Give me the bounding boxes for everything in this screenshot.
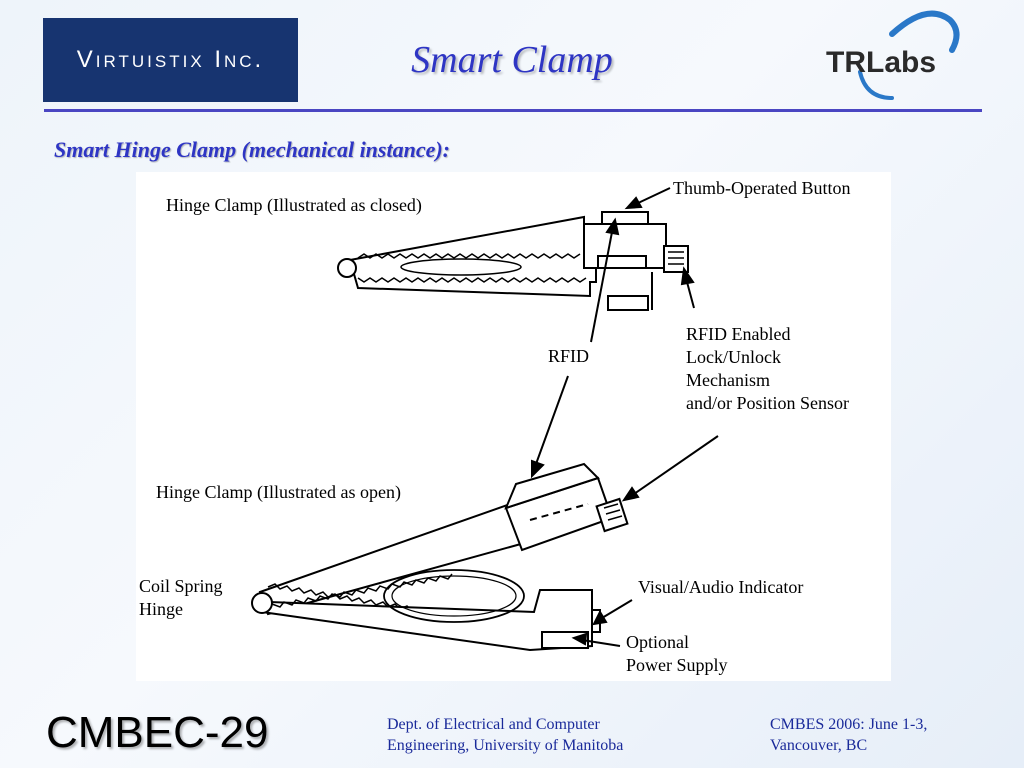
footer-department: Dept. of Electrical and Computer Enginee…: [387, 714, 623, 756]
label-coil-spring: Coil Spring Hinge: [139, 575, 223, 621]
footer-conference: CMBES 2006: June 1-3, Vancouver, BC: [770, 714, 927, 756]
footer-dept-line-2: Engineering, University of Manitoba: [387, 737, 624, 754]
label-lock-line-2: Lock/Unlock: [686, 347, 781, 367]
trlabs-logo-text: TRLabs: [826, 46, 936, 79]
label-power-line-2: Power Supply: [626, 655, 728, 675]
label-rfid: RFID: [548, 346, 590, 366]
virtuistix-logo: Virtuistix Inc.: [43, 18, 298, 102]
open-clamp-illustration: [251, 462, 629, 652]
conference-id: CMBEC-29: [46, 708, 269, 757]
label-power-line-1: Optional: [626, 632, 689, 652]
trlabs-swoosh-icon: TRLabs: [826, 10, 960, 100]
label-closed-clamp: Hinge Clamp (Illustrated as closed): [166, 195, 422, 215]
section-subtitle: Smart Hinge Clamp (mechanical instance):: [54, 137, 451, 162]
clamp-drawing: [251, 187, 719, 652]
annotation-leaders: [531, 187, 719, 647]
label-lock-line-4: and/or Position Sensor: [686, 393, 850, 413]
trlabs-logo: TRLabs: [822, 6, 987, 102]
closed-clamp-illustration: [337, 211, 689, 311]
footer-conf-line-2: Vancouver, BC: [770, 737, 868, 754]
label-lock-line-3: Mechanism: [686, 370, 770, 390]
label-lock-mechanism: RFID Enabled Lock/Unlock Mechanism and/o…: [686, 323, 849, 415]
clamp-diagram: Hinge Clamp (Illustrated as closed) Thum…: [136, 172, 891, 681]
label-power-supply: Optional Power Supply: [626, 631, 728, 677]
label-coil-line-2: Hinge: [139, 599, 183, 619]
footer-conf-line-1: CMBES 2006: June 1-3,: [770, 716, 928, 733]
slide-title: Smart Clamp: [411, 39, 613, 81]
footer-dept-line-1: Dept. of Electrical and Computer: [387, 716, 600, 733]
title-divider: [44, 109, 982, 112]
label-coil-line-1: Coil Spring: [139, 576, 223, 596]
label-indicator: Visual/Audio Indicator: [638, 577, 804, 597]
virtuistix-logo-text: Virtuistix Inc.: [76, 46, 265, 73]
label-thumb-button: Thumb-Operated Button: [673, 178, 851, 198]
label-lock-line-1: RFID Enabled: [686, 324, 791, 344]
label-open-clamp: Hinge Clamp (Illustrated as open): [156, 482, 401, 502]
